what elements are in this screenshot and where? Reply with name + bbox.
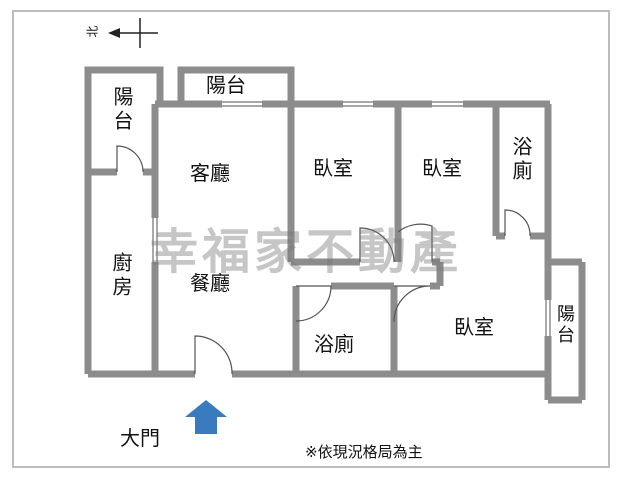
footnote: ※依現況格局為主 [305,443,423,461]
room-label-bathroom-mid: 浴廁 [314,332,354,356]
walls [84,66,586,404]
room-label-bedroom-1: 臥室 [313,156,353,180]
room-label-balcony-right: 陽台 [554,304,575,346]
room-label-balcony-left: 陽台 [110,86,134,134]
north-arrow [108,18,158,48]
floor-plan-frame [12,10,610,468]
room-label-kitchen: 廚房 [109,252,133,300]
room-label-living-room: 客廳 [190,161,230,185]
north-label: 北 [85,25,100,38]
entrance-label: 大門 [120,426,160,450]
windows [152,101,551,336]
watermark: 幸福家不動產 [150,224,463,280]
room-label-dining-room: 餐廳 [190,271,230,295]
door-swings [116,145,531,375]
room-label-bathroom-top: 浴廁 [509,136,533,184]
room-label-balcony-top: 陽台 [206,73,246,97]
room-label-bedroom-3: 臥室 [454,315,494,339]
entrance-arrow [185,400,227,434]
room-label-bedroom-2: 臥室 [422,156,462,180]
